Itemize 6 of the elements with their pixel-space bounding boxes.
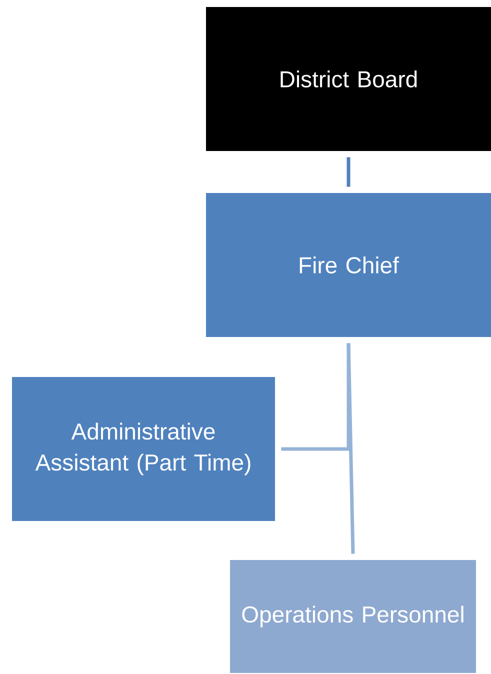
connector-line: [346, 343, 355, 554]
org-box: Operations Personnel: [230, 560, 476, 673]
org-box: Administrative Assistant (Part Time): [12, 377, 275, 521]
org-box: District Board: [206, 7, 491, 151]
connector-line: [346, 157, 350, 187]
org-box: Fire Chief: [206, 193, 491, 337]
